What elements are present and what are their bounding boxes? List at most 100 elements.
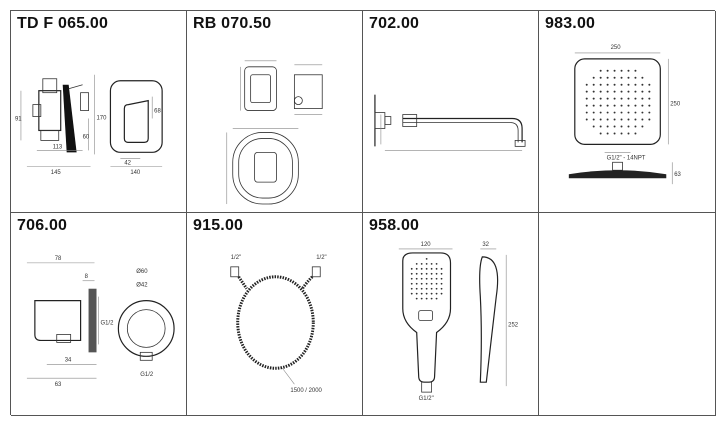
nozzle-dot [592,111,595,114]
nozzle-dot [606,111,609,114]
product-code: 915.00 [193,217,244,234]
mixer-body [38,90,62,132]
nozzle-dot [627,90,630,93]
wall-outlet-drawing: 78 8 G1/2 34 63 Ø60 Ø42 G1/2 [26,256,175,388]
product-code: 958.00 [369,217,420,234]
nozzle-dot [634,83,637,86]
nozzle-dot [613,118,616,121]
dim-e: G1/2 [100,321,114,327]
nozzle-dot [592,118,595,121]
dim-a: 91 [15,117,22,123]
nozzle-dot [420,277,423,280]
nozzle-dot [415,287,418,290]
dim-f: 68 [154,109,161,115]
nozzle-dot [430,277,433,280]
nozzle-dot [648,111,651,114]
nozzle-dot [620,69,623,72]
rosette-outer [117,300,175,357]
arm-pipe [402,117,523,143]
nozzle-dot [599,76,602,79]
nozzle-dot [410,282,413,285]
product-code: RB 070.50 [193,15,272,32]
nozzle-dot [648,104,651,107]
nozzle-dot [410,277,413,280]
nozzle-dot [641,97,644,100]
dim-h: G1/2 [140,372,154,378]
nozzle-dot [425,272,428,275]
nozzle-dot [634,104,637,107]
nozzle-dot [613,111,616,114]
product-cell-8-empty [539,213,716,416]
wall-flange [374,112,386,129]
nozzle-dot [415,262,418,265]
lever-handle [123,99,149,143]
product-cell-7: 958.00 120 G1/2" 32 252 [363,213,539,416]
nozzle-dot [648,97,651,100]
nozzle-dot [634,76,637,79]
mixer-lever [62,84,77,153]
dim-d: 170 [97,116,108,122]
nozzle-dot [606,118,609,121]
nozzle-dot [410,287,413,290]
dim-length: 252 [508,322,519,328]
cover-plate [109,80,163,153]
dim-c: 145 [51,170,62,176]
nozzle-dot [613,90,616,93]
nozzle-dot [440,292,443,295]
nozzle-dot [648,83,651,86]
nozzle-dot [440,287,443,290]
nozzle-dot [634,111,637,114]
nozzle-dot [620,97,623,100]
dim-h: 140 [130,170,141,176]
nozzle-dot [435,292,438,295]
product-code: TD F 065.00 [17,15,109,32]
rain-shower-drawing: 250 250 G1/2" - 14NPT 63 [568,45,682,185]
nozzle-dot [634,125,637,128]
nozzle-dot [435,267,438,270]
hose-end-right [311,266,321,278]
side-box [293,74,323,109]
nozzle-dot [620,83,623,86]
product-cell-6: 915.00 1/2" 1/2" 1500 / 2000 [187,213,363,416]
nozzle-dot [613,83,616,86]
dim-a: 78 [55,256,62,262]
nozzle-dot [634,118,637,121]
nozzle-dot [606,104,609,107]
nozzle-dot [435,272,438,275]
nozzle-dot [613,69,616,72]
hose-drawing: 1/2" 1/2" 1500 / 2000 [230,255,327,394]
nozzle-dot [592,97,595,100]
dim-depth: 63 [674,172,681,178]
nozzle-dot [627,97,630,100]
hose-end-left [230,266,240,278]
nozzle-dot [620,90,623,93]
nozzle-dot [415,272,418,275]
nozzle-dot [585,111,588,114]
nozzle-dot [634,69,637,72]
nozzle-dot [440,272,443,275]
dim-b: 8 [85,274,89,280]
mixer-top [42,78,58,94]
hose-coil [236,275,315,370]
nozzle-dot [425,257,428,260]
hand-shower-front [402,252,452,383]
dim-width: 120 [421,242,432,248]
dim-left: 1/2" [231,255,241,261]
nozzle-dot [627,83,630,86]
mixer-port [32,104,42,117]
nozzle-dot [430,267,433,270]
nozzle-dot [592,104,595,107]
wall-rosette [88,288,97,353]
nozzle-dot [627,118,630,121]
nozzle-dot [641,118,644,121]
hand-shower-drawing: 120 G1/2" 32 252 [398,242,519,402]
nozzle-dot [627,104,630,107]
nozzle-pattern [585,69,651,135]
product-code: 702.00 [369,15,420,32]
nozzle-dot [620,125,623,128]
nozzle-dot [613,104,616,107]
nozzle-dot [599,69,602,72]
nozzle-dot [641,76,644,79]
nozzle-dot [599,111,602,114]
nozzle-dot [420,292,423,295]
